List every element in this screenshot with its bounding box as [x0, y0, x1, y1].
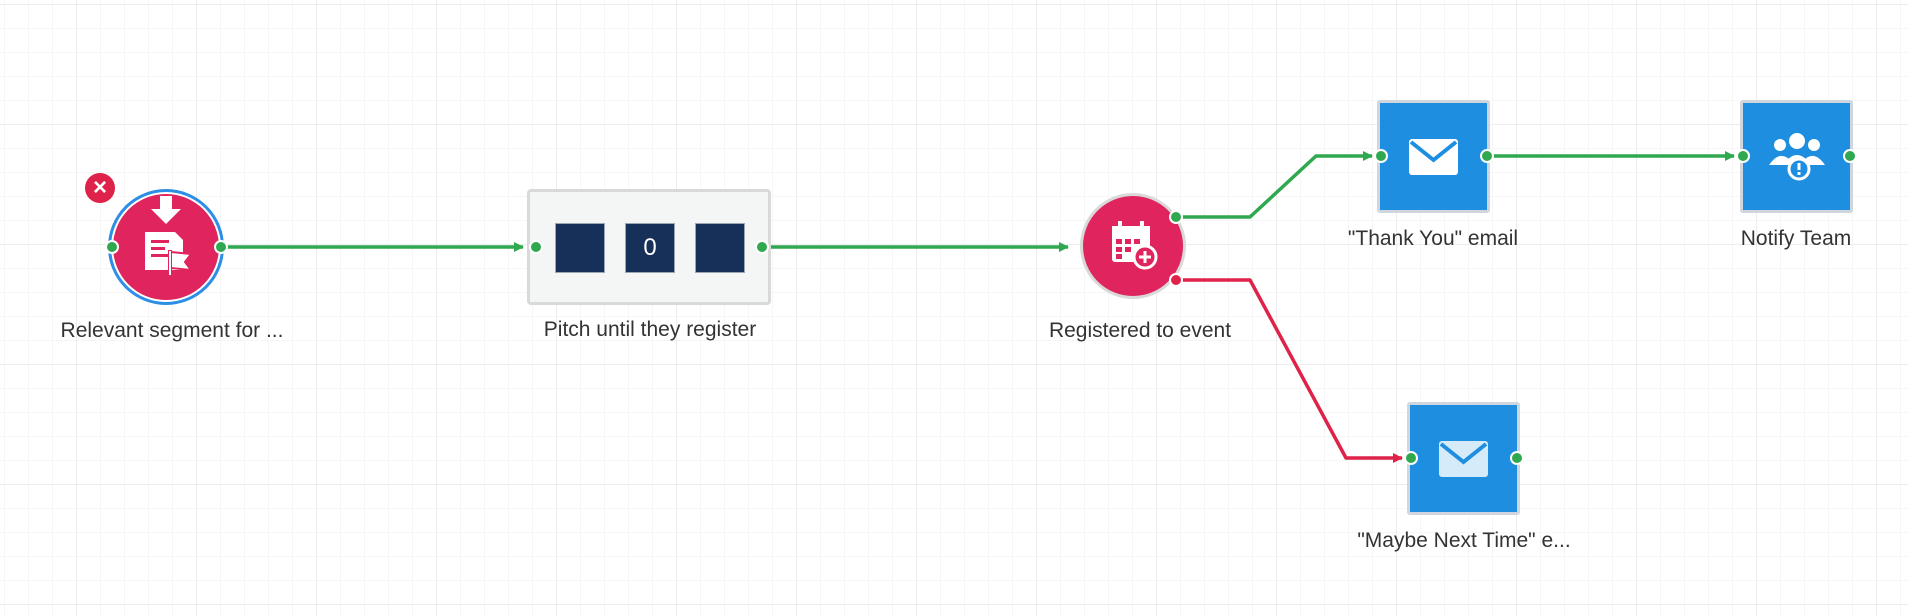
- wait-output-port[interactable]: [755, 240, 769, 254]
- notify-output-port[interactable]: [1843, 149, 1857, 163]
- envelope-icon: [1409, 139, 1458, 175]
- edge-registered-to-maybe[interactable]: [1176, 278, 1403, 463]
- registered-no-port[interactable]: [1169, 273, 1183, 287]
- maybe-output-port[interactable]: [1510, 451, 1524, 465]
- notify-team-box[interactable]: [1740, 100, 1853, 213]
- registered-circle[interactable]: [1080, 193, 1186, 299]
- wait-group-label: Pitch until they register: [543, 318, 757, 341]
- edge-registered-to-thankyou[interactable]: [1176, 151, 1373, 219]
- registered-yes-port[interactable]: [1169, 210, 1183, 224]
- wait-step-1[interactable]: [555, 223, 605, 273]
- segment-import-icon: [145, 196, 194, 276]
- segment-node-label: Relevant segment for ...: [60, 319, 284, 342]
- wait-input-port[interactable]: [529, 240, 543, 254]
- maybe-input-port[interactable]: [1404, 451, 1418, 465]
- registered-node-label: Registered to event: [1048, 319, 1232, 342]
- notify-team-label: Notify Team: [1740, 227, 1852, 250]
- thank-you-input-port[interactable]: [1374, 149, 1388, 163]
- segment-input-port[interactable]: [105, 240, 119, 254]
- team-alert-icon: [1769, 133, 1825, 181]
- wait-step-3[interactable]: [695, 223, 745, 273]
- delete-node-icon[interactable]: ×: [85, 173, 115, 203]
- notify-input-port[interactable]: [1736, 149, 1750, 163]
- maybe-next-time-email-box[interactable]: [1407, 402, 1520, 515]
- maybe-next-time-label: "Maybe Next Time" e...: [1357, 529, 1571, 552]
- segment-circle[interactable]: [113, 194, 219, 300]
- thank-you-output-port[interactable]: [1480, 149, 1494, 163]
- wait-counter: 0: [643, 234, 657, 261]
- thank-you-email-label: "Thank You" email: [1347, 227, 1519, 250]
- thank-you-email-box[interactable]: [1377, 100, 1490, 213]
- wait-group-box[interactable]: 0: [527, 189, 771, 305]
- calendar-add-icon: [1112, 221, 1158, 270]
- segment-output-port[interactable]: [214, 240, 228, 254]
- wait-step-2[interactable]: 0: [625, 223, 675, 273]
- envelope-icon: [1439, 441, 1488, 477]
